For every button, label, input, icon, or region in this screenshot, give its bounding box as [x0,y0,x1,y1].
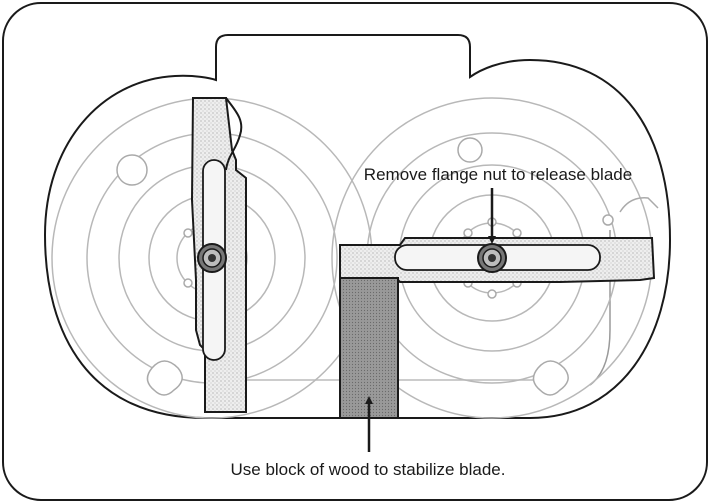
callout-flange-nut: Remove flange nut to release blade [364,165,632,184]
callout-wood-block: Use block of wood to stabilize blade. [231,460,506,479]
flange-nut-icon [477,243,507,273]
flange-nut-icon [197,243,227,273]
deck-mount-points [116,137,659,396]
wood-block [339,277,399,419]
